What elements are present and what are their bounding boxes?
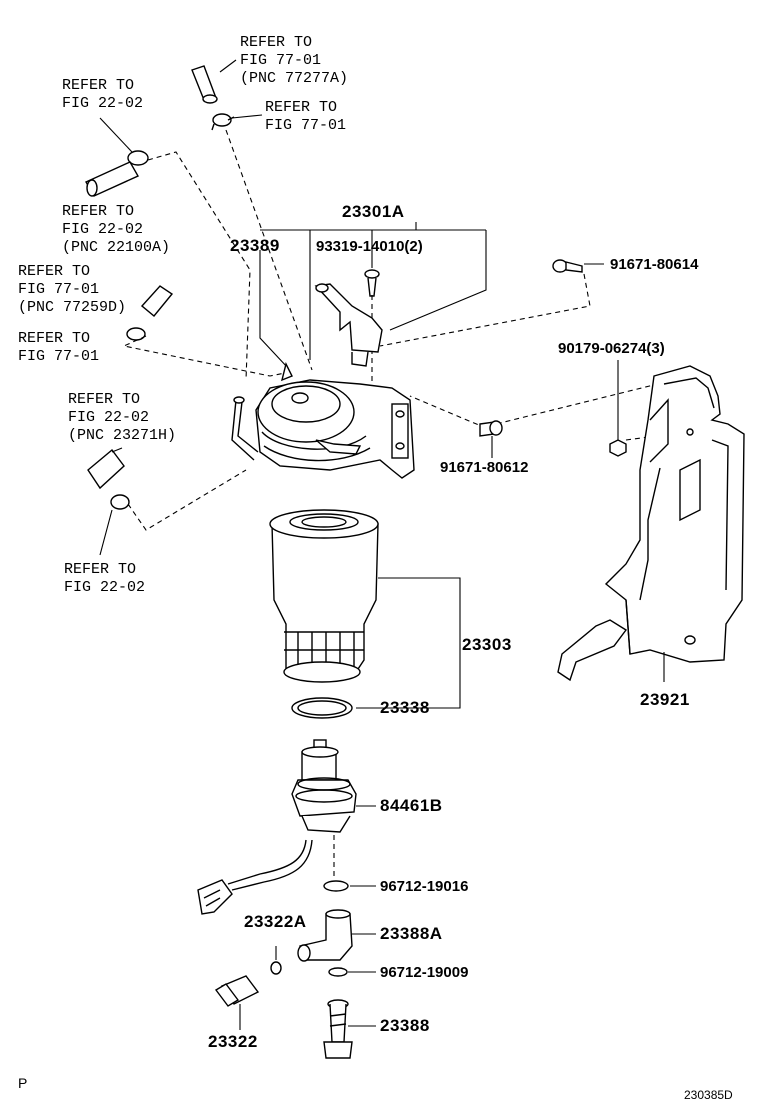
leader-23303	[356, 577, 461, 709]
dashed-top	[225, 129, 313, 371]
ref-label-7: REFER TO FIG 22-02 (PNC 23271H)	[68, 391, 177, 444]
part-label-23322A: 23322A	[244, 912, 307, 931]
o-ring-23338	[291, 697, 353, 719]
dashed-left-mid	[122, 335, 291, 377]
hose-left-22100A	[85, 161, 139, 197]
ref-label-4: REFER TO FIG 22-02 (PNC 22100A)	[62, 203, 171, 256]
bolt-91671-80614	[552, 259, 583, 273]
dashed-left-top	[147, 151, 251, 381]
part-label-23388: 23388	[380, 1016, 430, 1035]
sensor-84461B	[227, 739, 357, 891]
part-label-23921: 23921	[640, 690, 690, 709]
clamp-left-top	[127, 150, 149, 166]
bracket-23301A	[260, 229, 487, 360]
part-label-23388A: 23388A	[380, 924, 443, 943]
part-label-90179-06274: 90179-06274(3)	[558, 340, 665, 357]
ref-label-1: REFER TO FIG 77-01 (PNC 77277A)	[240, 34, 349, 87]
bracket-23921	[557, 365, 745, 682]
ref-label-2: REFER TO FIG 77-01	[265, 99, 347, 134]
footer-left-mark: P	[18, 1075, 28, 1091]
filter-head	[231, 361, 415, 479]
dashed-bolt-80612	[409, 395, 487, 429]
part-label-93319-14010: 93319-14010(2)	[316, 238, 423, 255]
bolt-23388	[323, 999, 353, 1059]
clamp-left-bottom	[110, 494, 130, 510]
clamp-top	[211, 113, 235, 131]
leader-23389	[259, 250, 289, 369]
diagram-code: 230385D	[684, 1088, 733, 1102]
part-label-23301A: 23301A	[342, 202, 405, 221]
leader-ref2	[231, 114, 263, 119]
part-label-23338: 23338	[380, 698, 430, 717]
elbow-23388A	[297, 909, 353, 962]
hose-left-23271H	[87, 448, 125, 490]
filter-element-23303	[269, 509, 379, 683]
ref-label-6: REFER TO FIG 77-01	[18, 330, 100, 365]
dashed-bolt-80614	[379, 273, 591, 347]
part-label-84461B: 84461B	[380, 796, 443, 815]
hose-top-77277A	[191, 65, 218, 104]
part-label-96712-19016: 96712-19016	[380, 878, 469, 895]
ref-label-5: REFER TO FIG 77-01 (PNC 77259D)	[18, 263, 127, 316]
connector	[197, 879, 233, 915]
hose-left-77259D	[140, 285, 174, 317]
plug-23322	[214, 975, 260, 1007]
o-ring-96712-19016	[323, 880, 349, 892]
leader-ref7	[111, 447, 123, 453]
o-ring-23322A	[270, 961, 282, 975]
leader-ref8	[99, 509, 113, 556]
dashed-left-bottom	[127, 469, 247, 531]
leader-ref3	[99, 117, 133, 153]
screw-93319	[364, 269, 380, 297]
pump-housing	[314, 283, 383, 367]
bolt-91671-80612	[479, 420, 503, 437]
ref-label-3: REFER TO FIG 22-02	[62, 77, 144, 112]
ref-label-8: REFER TO FIG 22-02	[64, 561, 146, 596]
nut-90179	[609, 439, 627, 457]
part-label-96712-19009: 96712-19009	[380, 964, 469, 981]
o-ring-96712-19009	[328, 967, 348, 977]
part-label-23322: 23322	[208, 1032, 258, 1051]
leader-ref1	[219, 59, 237, 73]
part-label-23303: 23303	[462, 635, 512, 654]
part-label-91671-80612: 91671-80612	[440, 459, 529, 476]
part-label-91671-80614: 91671-80614	[610, 256, 699, 273]
part-label-23389: 23389	[230, 236, 280, 255]
